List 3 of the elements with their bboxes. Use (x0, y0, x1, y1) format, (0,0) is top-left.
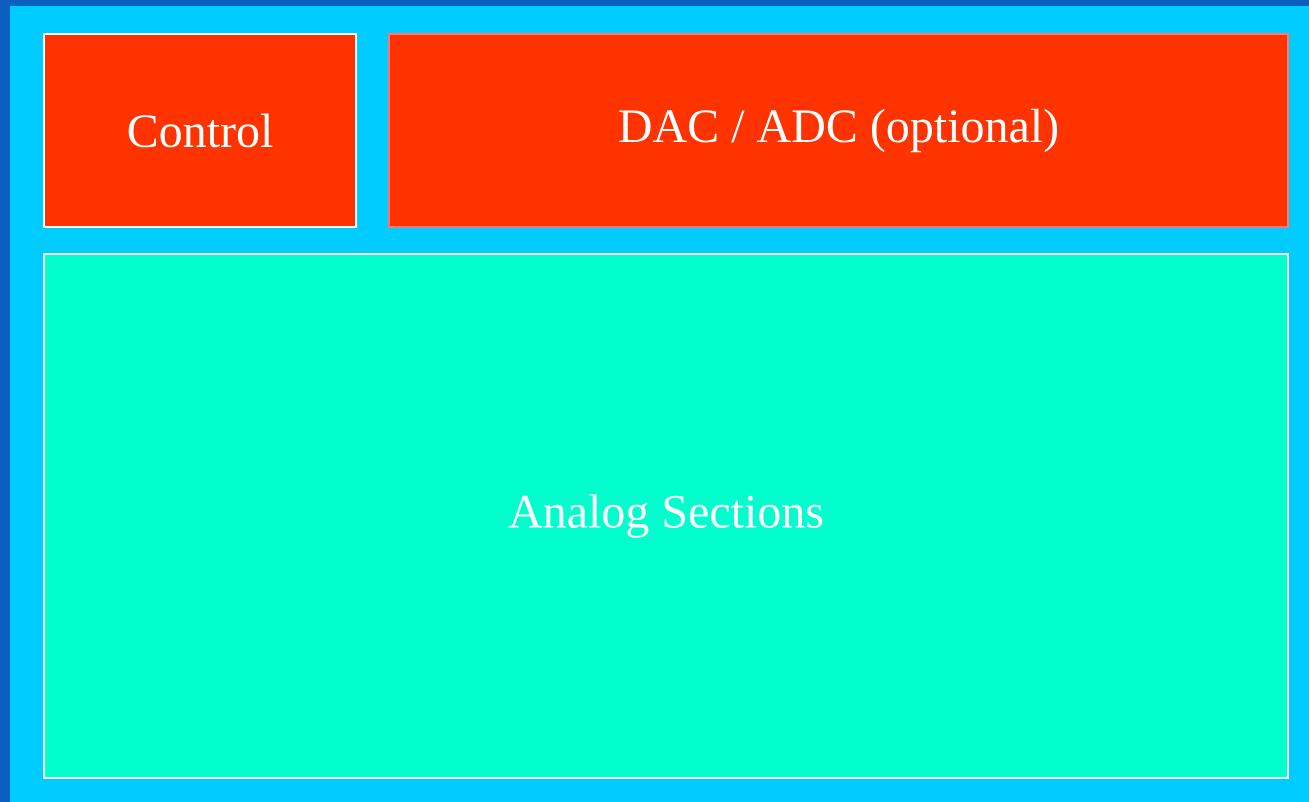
box: DAC / ADC (optional) (388, 33, 1289, 228)
box: Control (43, 33, 357, 228)
box: Analog Sections (43, 253, 1289, 779)
